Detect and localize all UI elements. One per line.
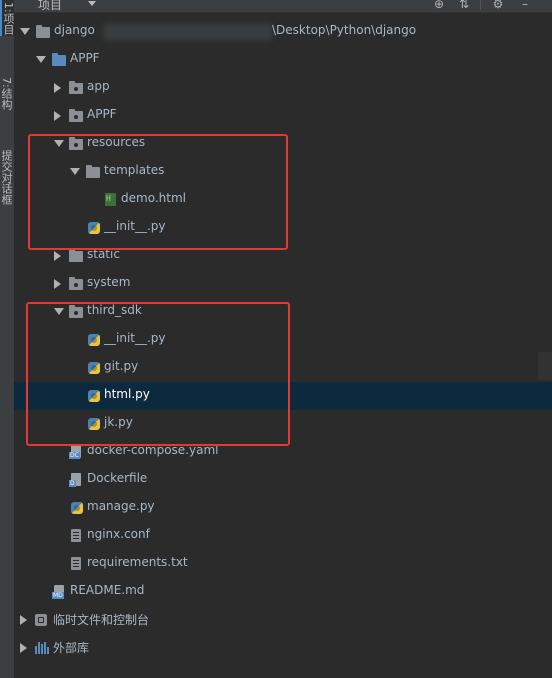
tree-node-scratches[interactable]: 临时文件和控制台	[14, 606, 552, 634]
project-panel: 项目 ⊕ ⇅ ⚙ – django \Desktop\Python\django…	[14, 0, 552, 678]
expand-arrow-icon[interactable]	[20, 643, 27, 653]
tree-node-docker-compose[interactable]: docker-compose.yaml	[14, 438, 552, 466]
python-file-icon	[88, 418, 100, 430]
node-label: __init__.py	[104, 219, 166, 233]
tree-node-jk-py[interactable]: jk.py	[14, 410, 552, 438]
toolbar-divider	[480, 0, 481, 10]
package-folder-icon	[69, 137, 83, 150]
locate-icon[interactable]: ⊕	[433, 0, 445, 11]
node-label: git.py	[104, 359, 139, 373]
python-file-icon	[88, 390, 100, 402]
gear-icon[interactable]: ⚙	[492, 0, 504, 11]
minimize-icon[interactable]: –	[522, 0, 528, 11]
node-label: html.py	[104, 387, 150, 401]
package-folder-icon	[69, 277, 83, 290]
expand-arrow-icon[interactable]	[54, 83, 61, 93]
node-label: APPF	[70, 51, 100, 65]
folder-icon	[36, 25, 50, 38]
docker-compose-file-icon	[69, 445, 81, 459]
node-label: 临时文件和控制台	[53, 613, 150, 627]
expand-arrow-icon[interactable]	[36, 56, 46, 63]
tree-node-requirements[interactable]: requirements.txt	[14, 550, 552, 578]
project-toolbar: 项目 ⊕ ⇅ ⚙ –	[14, 0, 552, 13]
node-label: manage.py	[87, 499, 155, 513]
node-label: third_sdk	[87, 303, 142, 317]
node-label: nginx.conf	[87, 527, 150, 541]
python-file-icon	[88, 362, 100, 374]
tree-node-resources[interactable]: resources	[14, 130, 552, 158]
node-label: system	[87, 275, 131, 289]
html-file-icon	[105, 193, 116, 206]
chevron-down-icon[interactable]	[88, 1, 96, 6]
redacted-path	[104, 24, 272, 40]
python-file-icon	[88, 222, 100, 234]
tree-node-app[interactable]: app	[14, 74, 552, 102]
tree-node-appf-inner[interactable]: APPF	[14, 102, 552, 130]
tab-structure[interactable]: 7:结构	[0, 76, 13, 110]
text-file-icon	[71, 557, 81, 570]
tree-node-third-sdk[interactable]: third_sdk	[14, 298, 552, 326]
expand-arrow-icon[interactable]	[54, 308, 64, 315]
tree-node-git-py[interactable]: git.py	[14, 354, 552, 382]
tree-node-static[interactable]: static	[14, 242, 552, 270]
package-folder-icon	[69, 305, 83, 318]
node-label: requirements.txt	[87, 555, 188, 569]
python-file-icon	[71, 502, 83, 514]
tree-node-external-libs[interactable]: 外部库	[14, 634, 552, 662]
collapse-all-icon[interactable]: ⇅	[458, 0, 470, 11]
tree-node-sdk-init[interactable]: __init__.py	[14, 326, 552, 354]
node-label: APPF	[87, 107, 117, 121]
expand-arrow-icon[interactable]	[54, 279, 61, 289]
tree-node-dockerfile[interactable]: Dockerfile	[14, 466, 552, 494]
tree-node-html-py[interactable]: html.py	[14, 382, 552, 410]
node-label: README.md	[70, 583, 145, 597]
expand-arrow-icon[interactable]	[70, 168, 80, 175]
tree-node-system[interactable]: system	[14, 270, 552, 298]
package-folder-icon	[69, 109, 83, 122]
node-label: templates	[104, 163, 165, 177]
folder-icon	[86, 165, 100, 178]
node-label: Dockerfile	[87, 471, 148, 485]
node-label: django	[54, 23, 95, 37]
tree-node-manage-py[interactable]: manage.py	[14, 494, 552, 522]
python-file-icon	[88, 334, 100, 346]
node-label: resources	[87, 135, 146, 149]
dockerfile-icon	[69, 473, 81, 487]
node-label: app	[87, 79, 110, 93]
package-folder-icon	[69, 81, 83, 94]
expand-arrow-icon[interactable]	[54, 251, 61, 261]
tree-node-templates[interactable]: templates	[14, 158, 552, 186]
node-label: 外部库	[53, 641, 90, 655]
node-label: jk.py	[104, 415, 133, 429]
node-label: demo.html	[121, 191, 186, 205]
node-label: static	[87, 247, 120, 261]
scratches-icon	[35, 614, 47, 626]
tab-project[interactable]: 1:项目	[0, 0, 16, 36]
tree-node-readme[interactable]: README.md	[14, 578, 552, 606]
expand-arrow-icon[interactable]	[54, 140, 64, 147]
tree-node-resources-init[interactable]: __init__.py	[14, 214, 552, 242]
expand-arrow-icon[interactable]	[54, 111, 61, 121]
scrollbar[interactable]	[538, 352, 552, 380]
node-label: __init__.py	[104, 331, 166, 345]
node-label: docker-compose.yaml	[87, 443, 219, 457]
folder-icon	[52, 53, 66, 66]
folder-icon	[69, 249, 83, 262]
tree-node-nginx-conf[interactable]: nginx.conf	[14, 522, 552, 550]
root-path: \Desktop\Python\django	[272, 23, 417, 37]
tree-node-django[interactable]: django \Desktop\Python\django	[14, 18, 552, 46]
tool-window-gutter: 1:项目 7:结构 提交对话框	[0, 0, 16, 678]
markdown-file-icon	[52, 585, 64, 599]
expand-arrow-icon[interactable]	[20, 28, 30, 35]
tab-commit[interactable]: 提交对话框	[0, 149, 13, 205]
tree-node-demo-html[interactable]: demo.html	[14, 186, 552, 214]
library-icon	[35, 642, 49, 654]
text-file-icon	[71, 529, 81, 542]
tree-node-appf[interactable]: APPF	[14, 46, 552, 74]
expand-arrow-icon[interactable]	[20, 615, 27, 625]
panel-title[interactable]: 项目	[38, 0, 63, 12]
